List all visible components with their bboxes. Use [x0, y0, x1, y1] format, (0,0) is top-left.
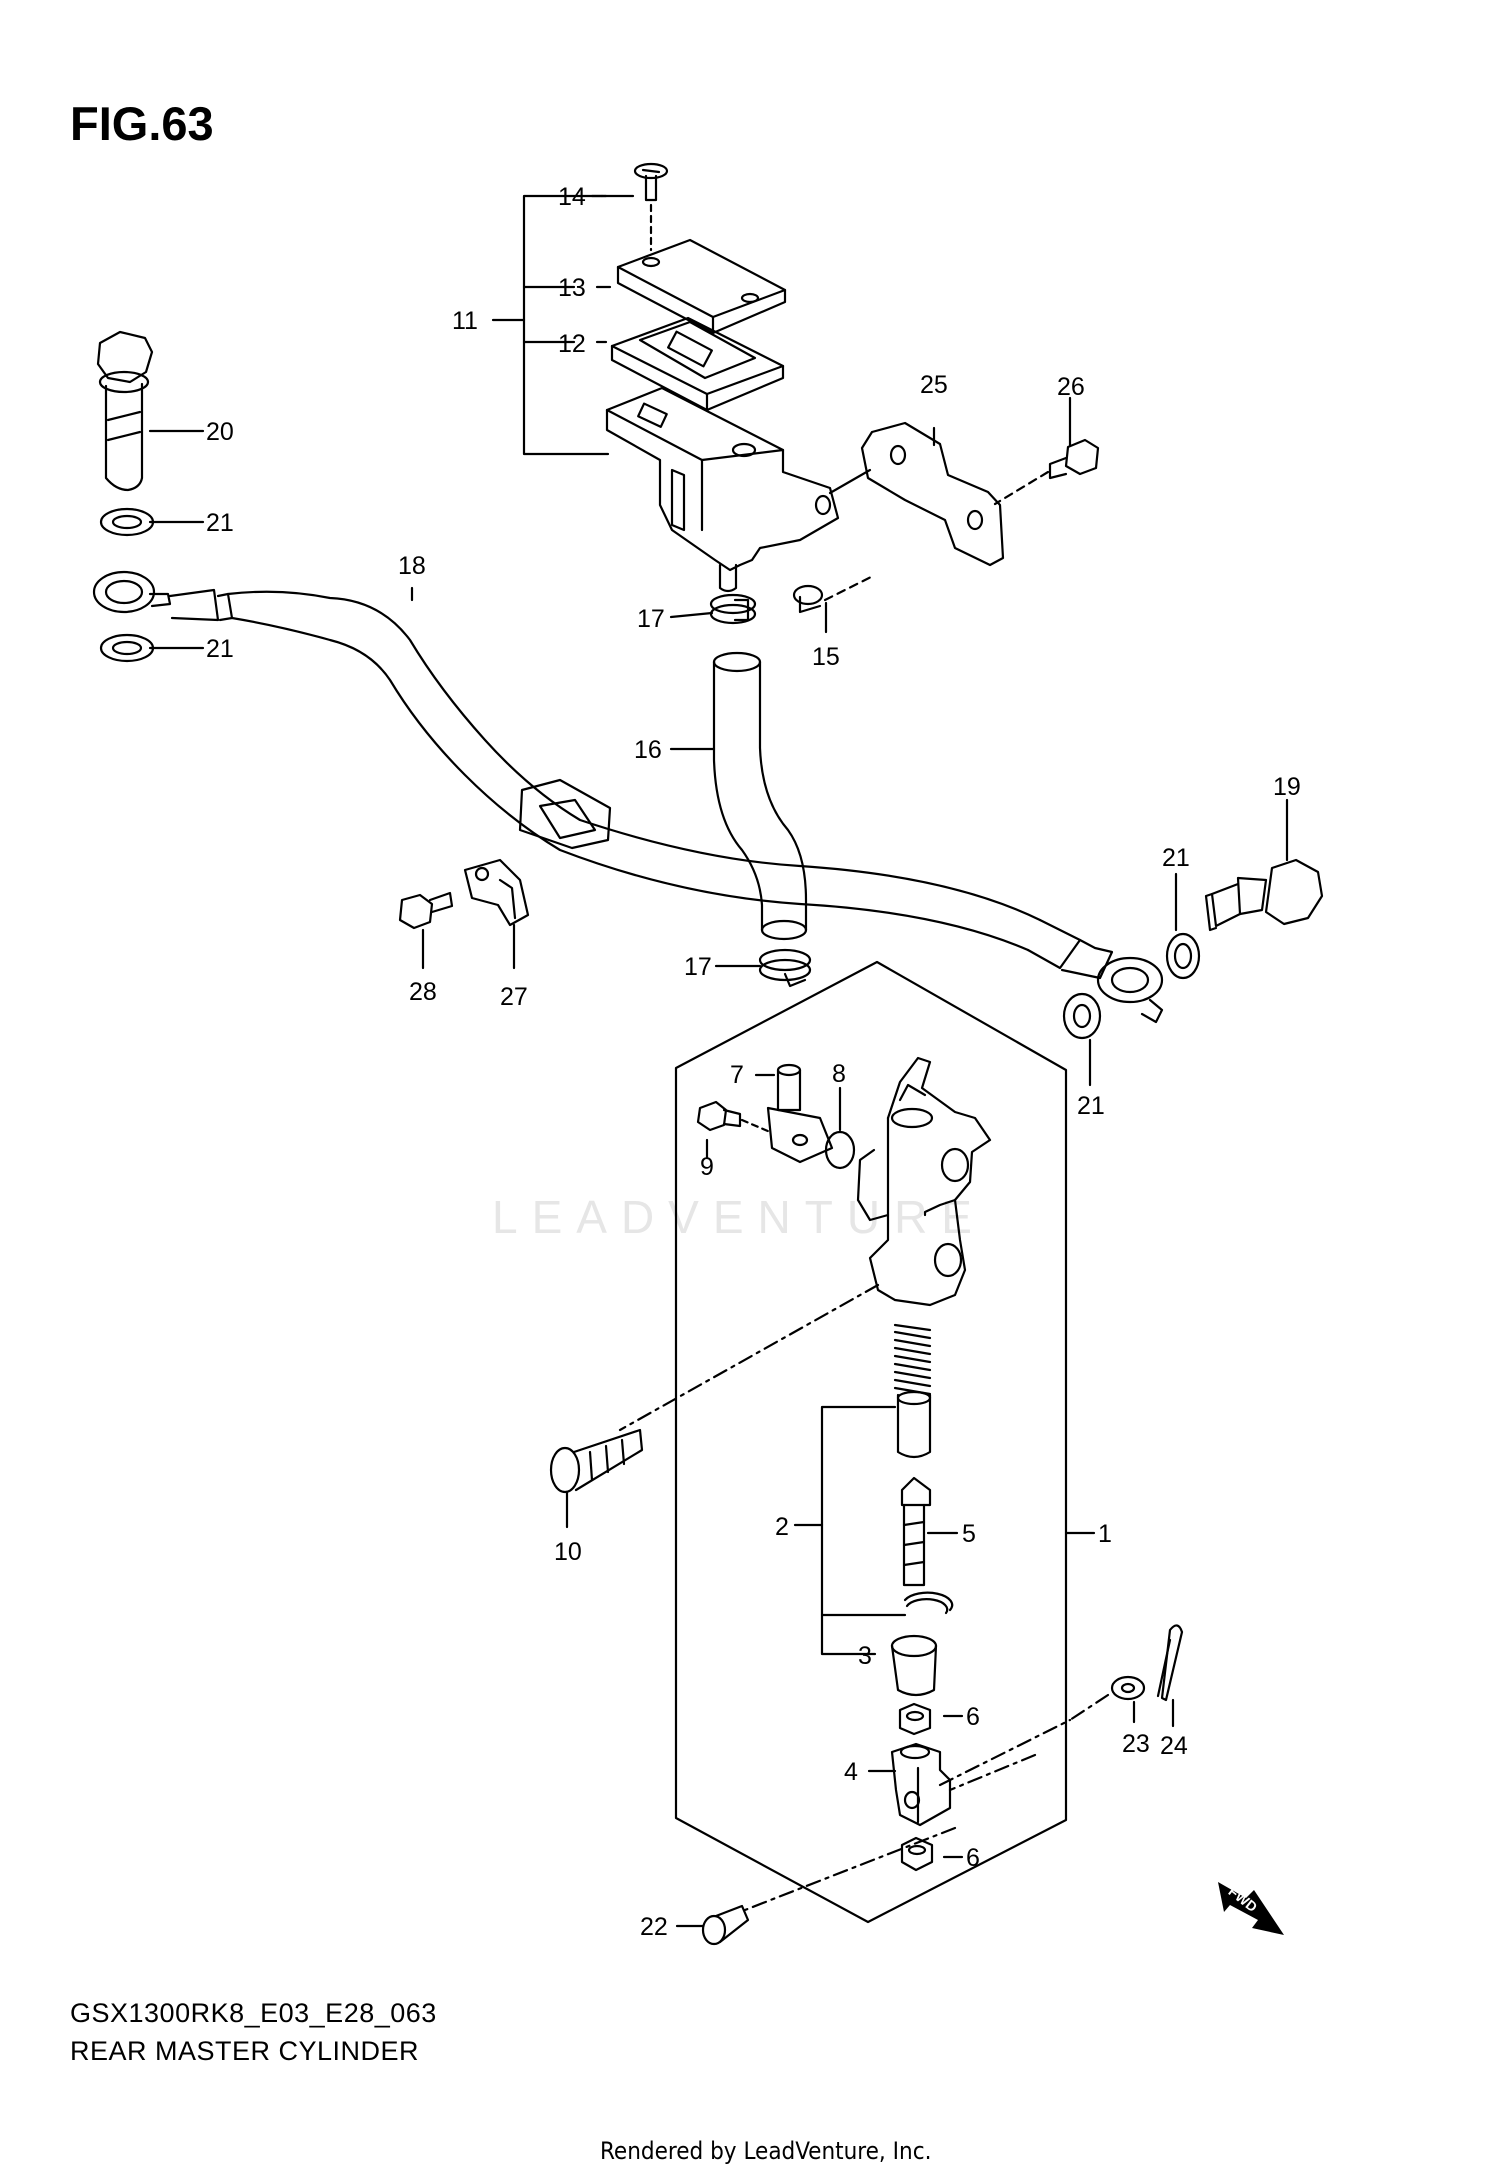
callout-7: 7 [730, 1061, 744, 1089]
callout-6-b: 6 [966, 1844, 980, 1872]
cotter-pin-24 [1156, 1624, 1184, 1702]
callout-3: 3 [858, 1642, 872, 1670]
diaphragm-12 [610, 316, 785, 412]
callout-18: 18 [398, 552, 426, 580]
washer-21-d [1062, 992, 1102, 1040]
circlip [903, 1591, 954, 1615]
callout-21-c: 21 [1162, 844, 1190, 872]
nut-6-top [898, 1702, 932, 1736]
callout-17-b: 17 [684, 953, 712, 981]
callout-21-b: 21 [206, 635, 234, 663]
leader-bracket-11 [522, 194, 610, 456]
callout-6-a: 6 [966, 1703, 980, 1731]
o-ring-8 [824, 1130, 856, 1170]
callout-9: 9 [700, 1153, 714, 1181]
callout-28: 28 [409, 978, 437, 1006]
callout-10: 10 [554, 1538, 582, 1566]
clevis-pin-22 [701, 1904, 750, 1946]
push-rod-5 [900, 1476, 932, 1587]
washer-23 [1110, 1675, 1146, 1701]
callout-19: 19 [1273, 773, 1301, 801]
bolt-15 [792, 573, 877, 614]
callout-21-a: 21 [206, 509, 234, 537]
bolt-9 [696, 1100, 772, 1134]
model-code: GSX1300RK8_E03_E28_063 [70, 1998, 437, 2028]
clamp-17-bottom [758, 948, 812, 988]
callout-2: 2 [775, 1513, 789, 1541]
boot-3 [890, 1634, 938, 1697]
callout-14: 14 [558, 183, 586, 211]
callout-15: 15 [812, 643, 840, 671]
clamp-27 [463, 858, 530, 927]
fitting-7 [766, 1063, 834, 1164]
piston-spring [893, 1323, 932, 1459]
callout-22: 22 [640, 1913, 668, 1941]
union-bolt-20 [96, 330, 154, 492]
screw-14 [633, 162, 669, 252]
diagram-caption: REAR MASTER CYLINDER [70, 2036, 420, 2066]
brake-hose-18 [92, 570, 1164, 1024]
union-bolt-19 [1204, 858, 1324, 932]
watermark-text: LEADVENTURE [492, 1191, 986, 1243]
reservoir-cover-13 [616, 238, 787, 335]
callout-13: 13 [558, 274, 586, 302]
reservoir-assembly [491, 162, 840, 593]
nut-6-bottom [900, 1836, 934, 1872]
clevis-4 [890, 1742, 952, 1827]
callout-25: 25 [920, 371, 948, 399]
callout-4: 4 [844, 1758, 858, 1786]
screw-10 [549, 1428, 644, 1494]
clamp-17-top [709, 593, 757, 625]
callout-26: 26 [1057, 373, 1085, 401]
figure-title: FIG.63 [70, 97, 214, 150]
callout-24: 24 [1160, 1732, 1188, 1760]
bolt-28 [398, 891, 454, 930]
washer-21-c [1165, 932, 1201, 980]
washer-21-a [99, 507, 155, 537]
callout-23: 23 [1122, 1730, 1150, 1758]
bracket-25 [828, 421, 1005, 567]
callout-20: 20 [206, 418, 234, 446]
cylinder-body [856, 1056, 992, 1307]
callout-21-d: 21 [1077, 1092, 1105, 1120]
callout-8: 8 [832, 1060, 846, 1088]
callout-5: 5 [962, 1520, 976, 1548]
washer-21-b [99, 633, 155, 663]
callout-labels: 14 13 12 11 20 21 18 21 17 15 25 26 16 1… [206, 183, 1301, 1941]
bolt-26 [993, 438, 1100, 506]
reservoir-hose-16 [712, 651, 808, 941]
callout-17-a: 17 [637, 605, 665, 633]
callout-1: 1 [1098, 1520, 1112, 1548]
fwd-arrow-icon: FWD [1218, 1882, 1284, 1935]
reservoir-body [605, 386, 840, 593]
callout-12: 12 [558, 330, 586, 358]
callout-16: 16 [634, 736, 662, 764]
callout-11: 11 [452, 307, 478, 335]
master-cylinder-box [674, 960, 1096, 1924]
callout-27: 27 [500, 983, 528, 1011]
render-credit: Rendered by LeadVenture, Inc. [600, 2137, 932, 2165]
